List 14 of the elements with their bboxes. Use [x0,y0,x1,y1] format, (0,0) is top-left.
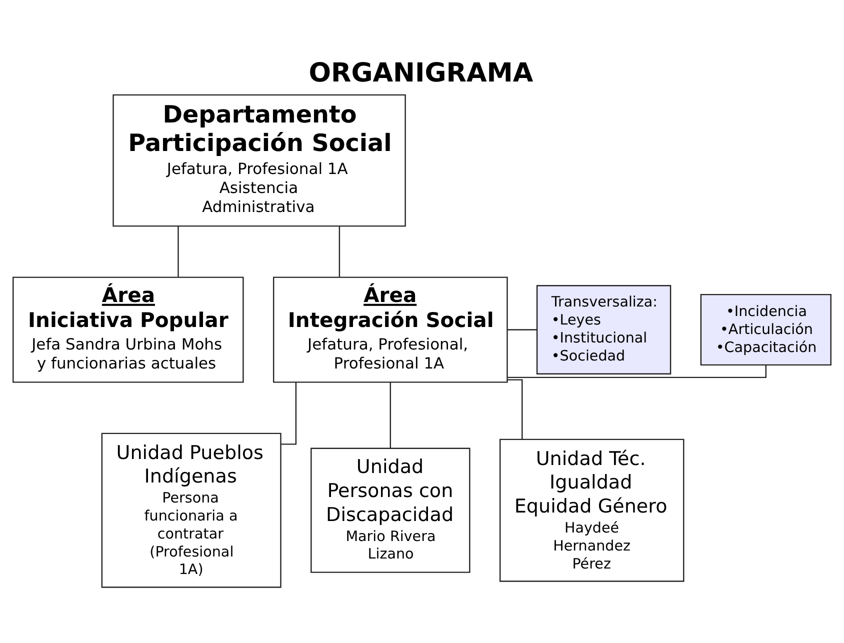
connector [507,328,537,330]
node-box: Unidad Personas con Discapacidad Mario Rivera Lizano [310,447,470,572]
node-box: Transversaliza: •Leyes •Institucional •Sociedad [536,284,672,374]
node-box: •Incidencia •Articulación •Capacitación [700,293,832,366]
connector [508,378,523,439]
node-box: Área Iniciativa Popular Jefa Sandra Urbina Mohs y funcionarias actuales [12,276,244,382]
diagram-title: ORGANIGRAMA [308,58,534,88]
connector [390,382,391,448]
node-box: Departamento Participación Social Jefatura, Profesional 1A Asistencia Administrativa [112,94,406,226]
node-box: Unidad Téc. Igualdad Equidad Género Haydeé Hernandez Pérez [499,438,684,582]
connector [338,226,340,276]
node-box: Área Integración Social Jefatura, Profesional, Profesional 1A [273,276,508,382]
connector [178,226,179,276]
node-box: Unidad Pueblos Indígenas Persona funcionaria a contratar (Profesional 1A) [101,432,282,588]
